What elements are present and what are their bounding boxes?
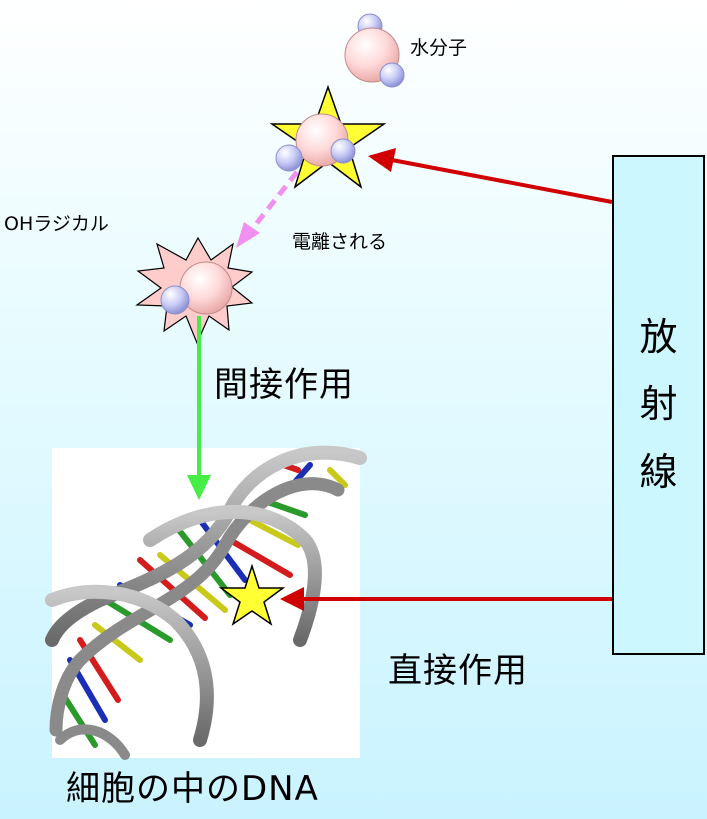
ionization-arrow (236, 170, 299, 248)
radiation-box: 放 射 線 (612, 155, 705, 655)
radiation-arrow-to-dna (280, 587, 612, 611)
water-molecule-label: 水分子 (410, 37, 468, 59)
indirect-action-arrow (187, 316, 211, 500)
radiation-char-2: 射 (639, 382, 678, 427)
radiation-arrow-to-molecule (368, 148, 613, 204)
dna-helix-icon (45, 445, 367, 760)
radiation-char-3: 線 (639, 449, 678, 494)
dna-caption: 細胞の中のDNA (66, 769, 319, 809)
ionized-label: 電離される (292, 231, 388, 253)
oh-radical-burst-icon (135, 236, 254, 345)
oh-radical-label: OHラジカル (4, 213, 109, 235)
direct-action-label: 直接作用 (388, 651, 528, 691)
ionization-star-icon (269, 84, 387, 190)
indirect-action-label: 間接作用 (214, 365, 354, 405)
direct-hit-star-icon (218, 563, 286, 626)
radiation-char-1: 放 (639, 314, 678, 359)
water-molecule-icon (344, 13, 405, 88)
